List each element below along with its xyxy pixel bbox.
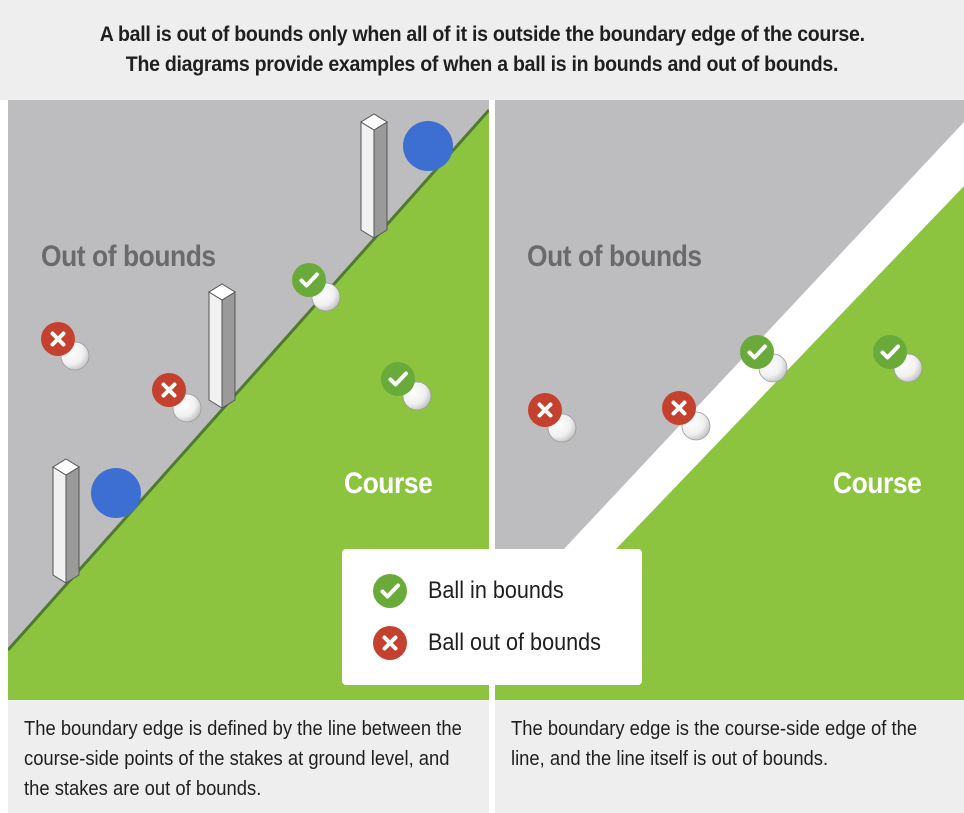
x-badge-icon [528,393,562,427]
course-label: Course [833,467,921,501]
header-line-1: A ball is out of bounds only when all of… [100,20,865,50]
legend-item-in-bounds: Ball in bounds [372,573,579,609]
stakes-caption: The boundary edge is defined by the line… [24,714,470,804]
check-badge-icon [381,362,415,396]
check-badge-icon [292,263,326,297]
legend-label-out-of-bounds: Ball out of bounds [428,629,601,657]
out-of-bounds-label: Out of bounds [527,240,702,274]
check-badge-icon [740,335,774,369]
x-badge-icon [662,391,696,425]
out-of-bounds-label: Out of bounds [41,240,216,274]
x-badge-icon [372,625,408,661]
legend-item-out-of-bounds: Ball out of bounds [372,625,620,661]
diagram-header: A ball is out of bounds only when all of… [0,0,964,100]
x-badge-icon [152,373,186,407]
course-label: Course [344,467,432,501]
stake-marker [209,284,235,408]
stake-marker [53,459,79,583]
painted-line-caption-box: The boundary edge is the course-side edg… [495,700,964,813]
painted-line-caption: The boundary edge is the course-side edg… [511,714,945,774]
stake-marker [361,114,387,238]
legend-label-in-bounds: Ball in bounds [428,577,564,605]
legend: Ball in bounds Ball out of bounds [342,549,642,685]
blue-ball-marker [91,468,141,518]
header-line-2: The diagrams provide examples of when a … [126,50,838,80]
check-badge-icon [372,573,408,609]
stakes-caption-box: The boundary edge is defined by the line… [8,700,489,813]
check-badge-icon [873,335,907,369]
blue-ball-marker [403,121,453,171]
x-badge-icon [41,322,75,356]
